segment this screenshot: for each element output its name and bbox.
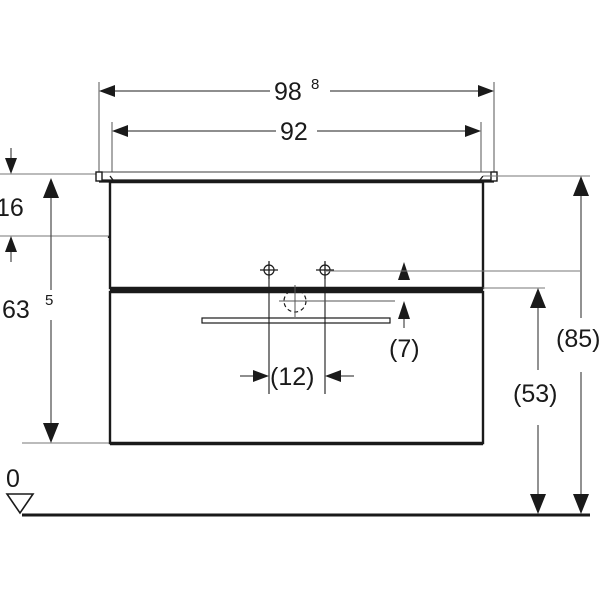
upper-drawer bbox=[108, 180, 485, 290]
reference-lines-left bbox=[0, 173, 112, 444]
dim-label-overall-width-superscript: 8 bbox=[311, 76, 319, 93]
dimension-install-height-top: (85) bbox=[556, 176, 600, 514]
dimension-drain-offset: (7) bbox=[389, 262, 420, 363]
dim-label-install-height-top: (85) bbox=[556, 325, 600, 353]
cabinet-body bbox=[108, 180, 485, 446]
dimension-tap-spacing: (12) bbox=[240, 363, 354, 391]
arrowhead-left-12 bbox=[325, 370, 341, 382]
dim-label-cabinet-height: 63 bbox=[2, 296, 30, 324]
dimension-cabinet-height: 63 5 bbox=[2, 178, 59, 443]
arrowhead-up-635 bbox=[43, 178, 59, 198]
dim-label-overall-width: 98 bbox=[274, 78, 302, 106]
dimension-overall-width: 98 8 bbox=[99, 76, 494, 106]
arrowhead-left-92 bbox=[112, 125, 128, 137]
tap-hole-left-crosshair-icon bbox=[260, 261, 278, 279]
triangle-down-outline-icon bbox=[5, 493, 35, 515]
dim-label-cabinet-height-superscript: 5 bbox=[45, 292, 53, 309]
arrowhead-left-98 bbox=[99, 85, 115, 97]
datum-label: 0 bbox=[6, 465, 20, 493]
dim-label-basin-height: 16 bbox=[0, 194, 24, 222]
arrowhead-up-7 bbox=[398, 301, 410, 319]
dim-label-install-height-low: (53) bbox=[513, 380, 557, 408]
arrowhead-down-16 bbox=[5, 158, 17, 174]
arrowhead-down-53 bbox=[530, 494, 546, 514]
drain-marker bbox=[279, 285, 395, 317]
counter-edge-nub-left bbox=[95, 171, 103, 182]
arrowhead-up-16 bbox=[5, 236, 17, 252]
arrowhead-right-12 bbox=[253, 370, 269, 382]
arrowhead-down-85 bbox=[573, 494, 589, 514]
lower-drawer-handle bbox=[201, 317, 391, 324]
arrowhead-up-53 bbox=[530, 288, 546, 308]
dimension-install-height-low: (53) bbox=[513, 288, 557, 514]
dimension-basin-height: 16 bbox=[0, 148, 24, 262]
tap-hole-centre-lines bbox=[268, 262, 326, 394]
tap-hole-right-crosshair-icon bbox=[316, 261, 334, 279]
arrowhead-down-635 bbox=[43, 423, 59, 443]
arrowhead-right-98 bbox=[478, 85, 494, 97]
dim-label-cabinet-width: 92 bbox=[280, 118, 308, 146]
dimension-cabinet-width: 92 bbox=[112, 118, 481, 146]
counter-top-slab bbox=[98, 171, 495, 181]
reference-lines-right bbox=[325, 175, 590, 289]
datum-marker: 0 bbox=[5, 465, 35, 515]
dim-label-drain-offset: (7) bbox=[389, 335, 420, 363]
dim-label-tap-spacing: (12) bbox=[270, 363, 314, 391]
arrowhead-up-85 bbox=[573, 176, 589, 196]
arrowhead-right-92 bbox=[465, 125, 481, 137]
tap-hole-markers bbox=[260, 261, 334, 279]
